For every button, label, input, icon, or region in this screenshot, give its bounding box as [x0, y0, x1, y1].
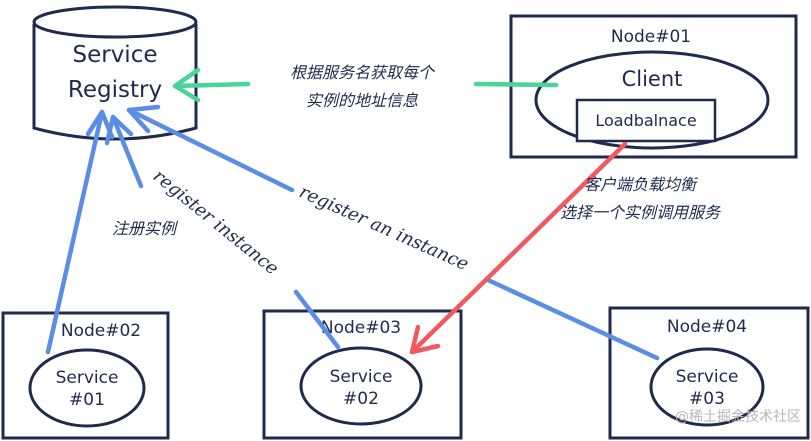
lookup-arrow-right-segment — [473, 81, 559, 88]
node-04: Node#04 Service #03 — [608, 306, 810, 440]
node-01-title: Node#01 — [611, 27, 691, 47]
service-02-line1: Service — [330, 367, 393, 387]
register-arrowhead-2 — [104, 114, 134, 146]
loadbalance-note-line1: 客户端负载均衡 — [584, 175, 699, 194]
node-02-title: Node#02 — [61, 321, 141, 341]
register-arrow-service-03-upper — [126, 107, 295, 193]
lookup-note-line2: 实例的地址信息 — [306, 91, 418, 110]
register-arrow-service-01 — [45, 109, 105, 355]
register-an-instance-label: register an instance — [296, 181, 472, 275]
loadbalancer-box — [575, 98, 717, 143]
loadbalance-note-line2: 选择一个实例调用服务 — [560, 203, 722, 222]
lookup-arrow — [172, 67, 559, 103]
service-01-line1: Service — [56, 368, 119, 388]
service-03-line1: Service — [676, 367, 739, 387]
register-arrow-service-02-lower — [293, 289, 341, 350]
node-02: Node#02 Service #01 — [1, 311, 170, 440]
lookup-arrowhead — [172, 67, 201, 103]
service-02-ellipse — [299, 346, 423, 426]
service-registry: Service Registry — [32, 5, 198, 141]
register-arrowhead-3 — [126, 104, 161, 134]
client-label: Client — [622, 67, 683, 91]
loadbalance-arrow — [409, 141, 628, 355]
registry-title-line1: Service — [72, 42, 157, 68]
lookup-arrow-left-segment — [172, 81, 251, 89]
register-arrow-service-03-lower — [485, 277, 660, 361]
node-04-title: Node#04 — [667, 317, 747, 337]
node-03: Node#03 Service #02 — [262, 309, 463, 440]
register-arrows — [45, 104, 660, 361]
loadbalancer-label: Loadbalnace — [595, 111, 696, 130]
service-03-line2: #03 — [689, 389, 725, 409]
node-01: Node#01 Client Loadbalnace — [509, 14, 798, 159]
loadbalance-arrow-line — [409, 141, 628, 355]
node-03-title: Node#03 — [321, 318, 401, 338]
registry-title-line2: Registry — [68, 77, 162, 103]
loadbalance-arrowhead — [409, 324, 441, 355]
service-01-line2: #01 — [69, 390, 105, 410]
lookup-note-line1: 根据服务名获取每个 — [290, 63, 436, 82]
service-03-ellipse — [649, 347, 765, 427]
register-note-cn: 注册实例 — [112, 219, 179, 238]
service-02-line2: #02 — [343, 389, 379, 409]
service-01-ellipse — [28, 348, 146, 428]
register-arrow-service-02-upper — [110, 114, 144, 189]
watermark: @稀土掘金技术社区 — [675, 409, 801, 425]
